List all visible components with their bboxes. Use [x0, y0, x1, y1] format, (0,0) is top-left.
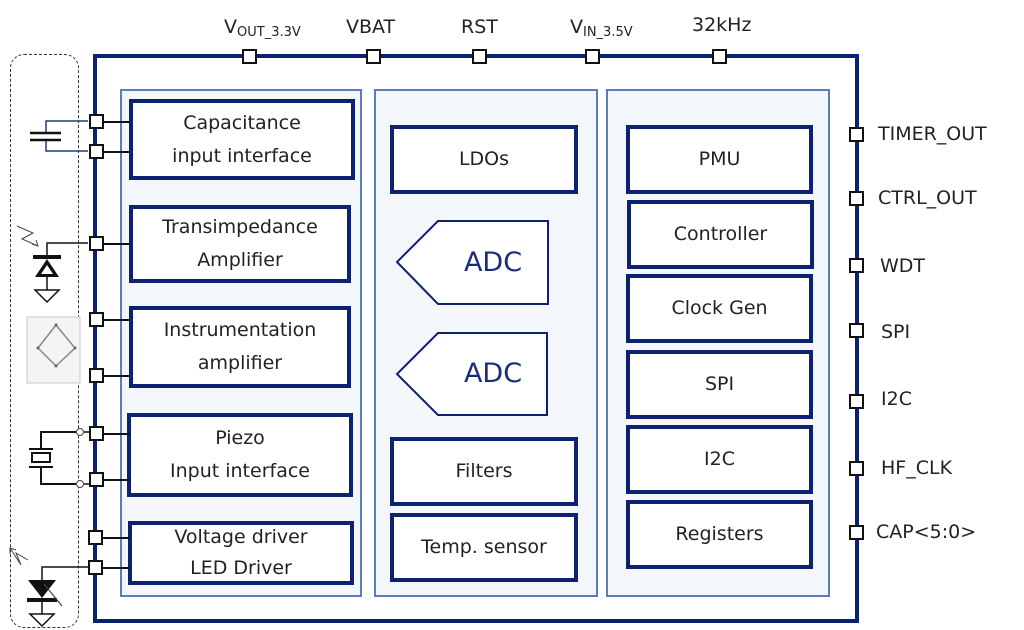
registers-block: Registers — [626, 500, 813, 569]
block-label: Amplifier — [197, 249, 283, 271]
block-label: Filters — [455, 460, 513, 482]
pmu-block: PMU — [626, 125, 813, 194]
pin-32khz — [712, 49, 727, 64]
adc-1-shape — [395, 220, 549, 305]
block-label: LED Driver — [190, 557, 292, 579]
wire — [100, 537, 130, 539]
pin-cap-in-1 — [89, 114, 104, 129]
pin-piezo-in-1 — [89, 426, 104, 441]
pin-cap — [849, 525, 864, 540]
capacitance-interface-block: Capacitance input interface — [129, 99, 355, 180]
pin-spi — [849, 323, 864, 338]
pin-i2c — [849, 394, 864, 409]
wire — [100, 375, 130, 377]
pin-timer-out — [849, 127, 864, 142]
instrumentation-amplifier-block: Instrumentation amplifier — [129, 306, 351, 388]
block-label: Instrumentation — [163, 319, 317, 341]
wire — [100, 121, 130, 123]
pin-label-32khz: 32kHz — [692, 14, 752, 36]
i2c-block: I2C — [626, 425, 813, 494]
wire — [100, 151, 130, 153]
pin-inamp-in-2 — [89, 368, 104, 383]
block-label: SPI — [704, 373, 735, 395]
block-label: PMU — [698, 148, 741, 170]
pin-wdt — [849, 258, 864, 273]
photodiode-symbol — [16, 225, 88, 304]
pin-label-cap: CAP<5:0> — [876, 521, 977, 543]
pin-cap-in-2 — [89, 144, 104, 159]
wire — [100, 243, 130, 245]
pin-label-ctrl-out: CTRL_OUT — [878, 187, 977, 209]
block-label: Controller — [673, 223, 768, 245]
block-label: Input interface — [170, 460, 310, 482]
wire — [100, 433, 130, 435]
block-label: Piezo — [215, 427, 265, 449]
filters-block: Filters — [390, 437, 578, 506]
spi-block: SPI — [626, 350, 813, 419]
pin-label-wdt: WDT — [880, 255, 926, 277]
pin-hf-clk — [849, 461, 864, 476]
pin-label-hf-clk: HF_CLK — [881, 457, 953, 479]
adc-2-shape — [395, 332, 548, 416]
pin-tia-in — [89, 236, 104, 251]
wire — [100, 479, 130, 481]
pin-label-i2c: I2C — [881, 388, 912, 410]
pin-piezo-in-2 — [89, 472, 104, 487]
block-label: LDOs — [458, 148, 510, 170]
pin-label-spi: SPI — [881, 321, 911, 343]
block-label: amplifier — [197, 352, 283, 374]
capacitor-symbol — [30, 120, 88, 152]
wire — [100, 567, 130, 569]
pin-inamp-in-1 — [89, 312, 104, 327]
pin-voltage-driver — [88, 530, 103, 545]
pin-led-driver — [88, 560, 103, 575]
block-label: Transimpedance — [162, 216, 318, 238]
block-label: Temp. sensor — [421, 536, 547, 558]
controller-block: Controller — [627, 200, 814, 269]
pin-ctrl-out — [849, 191, 864, 206]
pin-vbat — [366, 49, 381, 64]
pin-label-vin: VIN_3.5V — [570, 16, 633, 40]
pin-label-vout: VOUT_3.3V — [224, 16, 301, 40]
ldo-block: LDOs — [390, 125, 578, 194]
pin-label-timer-out: TIMER_OUT — [878, 123, 987, 145]
block-label: Capacitance — [183, 111, 301, 134]
bridge-sensor-symbol — [26, 316, 81, 384]
block-label: Voltage driver — [174, 526, 308, 548]
pin-label-rst: RST — [461, 16, 498, 38]
pin-rst — [472, 49, 487, 64]
block-label: I2C — [704, 448, 735, 470]
block-label: Clock Gen — [671, 297, 768, 319]
pin-label-vbat: VBAT — [346, 16, 396, 38]
pin-vin — [585, 49, 600, 64]
led-symbol — [9, 547, 88, 628]
temp-sensor-block: Temp. sensor — [390, 513, 578, 582]
adc-2-label: ADC — [463, 358, 523, 389]
block-label: Registers — [675, 523, 764, 545]
adc-1-label: ADC — [463, 247, 523, 278]
clock-gen-block: Clock Gen — [626, 274, 813, 343]
piezo-crystal-symbol — [29, 428, 90, 488]
pin-vout — [242, 49, 257, 64]
wire — [100, 319, 130, 321]
block-label: input interface — [172, 144, 312, 167]
